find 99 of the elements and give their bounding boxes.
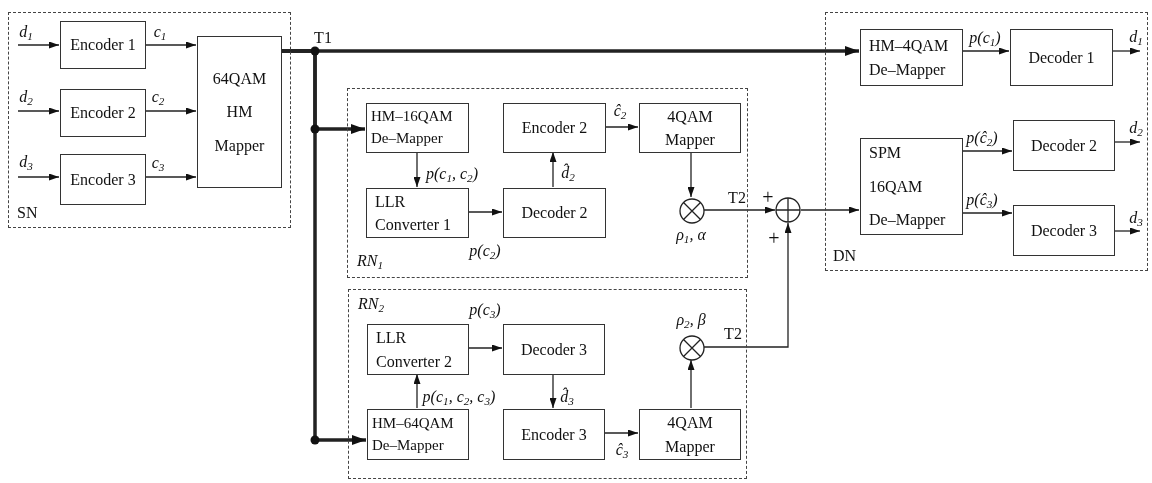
arrow bbox=[687, 359, 695, 409]
box-label: HM–4QAM De–Mapper bbox=[869, 36, 950, 81]
edge-label: T1 bbox=[313, 30, 333, 46]
process-box bbox=[367, 409, 469, 460]
process-box bbox=[860, 29, 963, 86]
edge-label: p(c$_{1}$) bbox=[968, 30, 1002, 48]
process-box bbox=[503, 103, 606, 153]
process-box bbox=[197, 36, 282, 188]
process-box bbox=[1010, 29, 1113, 86]
multiplier-symbol bbox=[679, 335, 705, 361]
box-label: Decoder 2 bbox=[521, 203, 588, 224]
process-box bbox=[503, 409, 605, 460]
arrow bbox=[144, 107, 197, 115]
group-label: DN bbox=[833, 248, 857, 264]
process-box bbox=[1013, 120, 1115, 171]
box-label: Encoder 2 bbox=[521, 118, 588, 139]
process-box bbox=[367, 324, 469, 375]
edge-label: p(c$_{3}$) bbox=[468, 302, 502, 320]
arrow bbox=[687, 151, 695, 198]
arrow bbox=[703, 222, 792, 348]
arrow bbox=[467, 208, 503, 216]
process-box bbox=[366, 188, 469, 238]
sign-label: + bbox=[761, 187, 775, 207]
process-box bbox=[1013, 205, 1115, 256]
box-label: 64QAM HM Mapper bbox=[211, 68, 268, 157]
edge-label: d̂$_{3}$ bbox=[559, 389, 575, 407]
box-label: Encoder 2 bbox=[70, 103, 136, 124]
process-box bbox=[639, 103, 741, 153]
edge-label: T2 bbox=[727, 190, 747, 206]
edge-label: p(c$_{1}$, c$_{2}$, c$_{3}$) bbox=[421, 389, 497, 407]
dashed-group-box bbox=[825, 12, 1148, 271]
box-label: 4QAM Mapper bbox=[664, 106, 716, 151]
arrow bbox=[413, 373, 421, 409]
edge-label: d$_{3}$ bbox=[18, 154, 34, 172]
coefficient-label: ρ$_{2}$, β bbox=[675, 312, 707, 330]
box-label: Decoder 3 bbox=[1030, 220, 1098, 241]
arrow bbox=[961, 47, 1010, 55]
dashed-group-box bbox=[347, 88, 748, 278]
edge-label: p(c$_{2}$) bbox=[468, 243, 502, 261]
box-label: HM–64QAM De–Mapper bbox=[372, 413, 455, 455]
box-label: LLR Converter 2 bbox=[376, 328, 453, 372]
arrow bbox=[961, 209, 1013, 217]
box-label: 4QAM Mapper bbox=[664, 413, 716, 458]
group-label: SN bbox=[17, 205, 38, 221]
process-box bbox=[60, 89, 146, 137]
arrow bbox=[144, 41, 197, 49]
process-box bbox=[60, 154, 146, 205]
arrow bbox=[467, 344, 503, 352]
arrow bbox=[800, 206, 860, 214]
dashed-group-box bbox=[8, 12, 291, 228]
edge-label: d$_{1}$ bbox=[1128, 29, 1144, 47]
box-label: SPM 16QAM De–Mapper bbox=[869, 143, 947, 231]
box-label: HM–16QAM De–Mapper bbox=[371, 107, 454, 148]
thick-arrow bbox=[281, 49, 366, 445]
arrow bbox=[549, 373, 557, 409]
box-label: Encoder 3 bbox=[70, 169, 136, 190]
edge-label: T2 bbox=[723, 326, 743, 342]
process-box bbox=[366, 103, 469, 153]
arrow bbox=[17, 107, 60, 115]
arrow bbox=[413, 151, 421, 188]
adder-symbol bbox=[775, 197, 801, 223]
process-box bbox=[503, 324, 605, 375]
group-label: RN$_{2}$ bbox=[358, 296, 385, 314]
edge-label: d$_{3}$ bbox=[1128, 210, 1144, 228]
box-label: Decoder 2 bbox=[1030, 135, 1098, 156]
multiplier-symbol bbox=[679, 198, 705, 224]
sign-label: + bbox=[767, 228, 781, 248]
edge-label: d$_{1}$ bbox=[18, 24, 34, 42]
coefficient-label: ρ$_{1}$, α bbox=[675, 227, 707, 245]
arrow bbox=[1113, 227, 1141, 235]
arrow bbox=[17, 41, 60, 49]
edge-label: d$_{2}$ bbox=[18, 89, 34, 107]
arrow bbox=[603, 429, 639, 437]
arrow bbox=[17, 173, 60, 181]
edge-label: p(ĉ$_{3}$) bbox=[965, 192, 999, 210]
edge-label: d$_{2}$ bbox=[1128, 120, 1144, 138]
arrow bbox=[1113, 138, 1141, 146]
edge-label: p(c$_{1}$, c$_{2}$) bbox=[424, 166, 480, 184]
edge-label: ĉ$_{2}$ bbox=[612, 103, 628, 121]
arrow bbox=[703, 206, 776, 214]
group-label: RN$_{1}$ bbox=[357, 253, 384, 271]
arrow bbox=[144, 173, 197, 181]
arrow bbox=[604, 123, 639, 131]
arrow bbox=[961, 147, 1013, 155]
process-box bbox=[60, 21, 146, 69]
arrow bbox=[549, 151, 557, 188]
process-box bbox=[639, 409, 741, 460]
box-label: Encoder 3 bbox=[521, 424, 587, 445]
edge-label: p(ĉ$_{2}$) bbox=[965, 130, 999, 148]
box-label: Decoder 1 bbox=[1028, 47, 1095, 68]
box-label: Encoder 1 bbox=[70, 35, 136, 56]
dashed-group-box bbox=[348, 289, 747, 479]
box-label: LLR Converter 1 bbox=[375, 191, 452, 235]
process-box bbox=[860, 138, 963, 235]
edge-label: d̂$_{2}$ bbox=[560, 165, 576, 183]
box-label: Decoder 3 bbox=[520, 339, 588, 360]
process-box bbox=[503, 188, 606, 238]
arrow bbox=[1111, 47, 1141, 55]
edge-label: ĉ$_{3}$ bbox=[614, 442, 630, 460]
